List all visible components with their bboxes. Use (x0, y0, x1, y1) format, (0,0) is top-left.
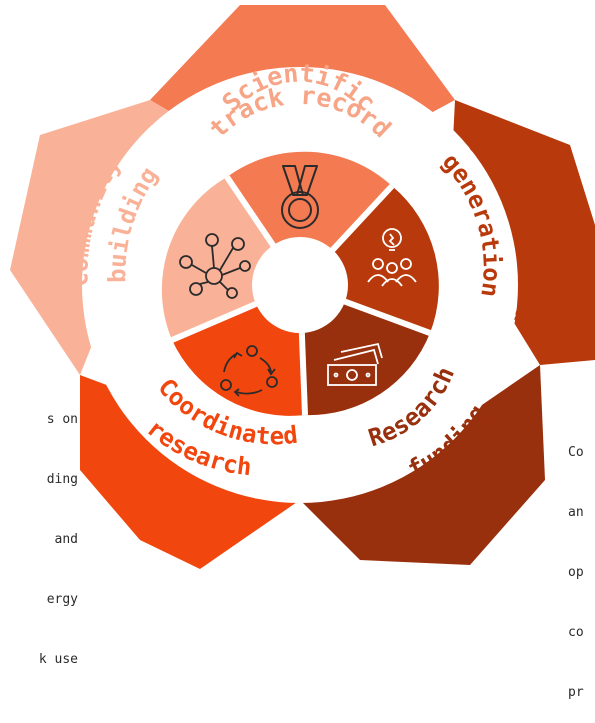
text-line: and (46, 532, 79, 547)
text-line: co (568, 625, 584, 640)
text-line: pr (568, 685, 584, 700)
money-bills-icon (327, 342, 383, 386)
text-line: ergy (46, 592, 78, 607)
lightbulb-team-icon (367, 228, 417, 287)
pie-scientific (227, 151, 392, 285)
text-line: s on (46, 412, 78, 427)
medal-icon (281, 165, 319, 229)
cycle-arrows-icon (220, 345, 278, 397)
wing-idea (450, 100, 595, 365)
text-line: k use (38, 652, 78, 667)
pie-hole (252, 237, 348, 333)
network-people-icon (179, 233, 251, 299)
text-line: Co (568, 445, 584, 460)
text-line: an (568, 505, 584, 520)
inner-pie (161, 151, 439, 416)
pentagon-cycle-diagram: Scientific track record Research idea ge… (10, 5, 595, 569)
text-line: ding (46, 472, 78, 487)
